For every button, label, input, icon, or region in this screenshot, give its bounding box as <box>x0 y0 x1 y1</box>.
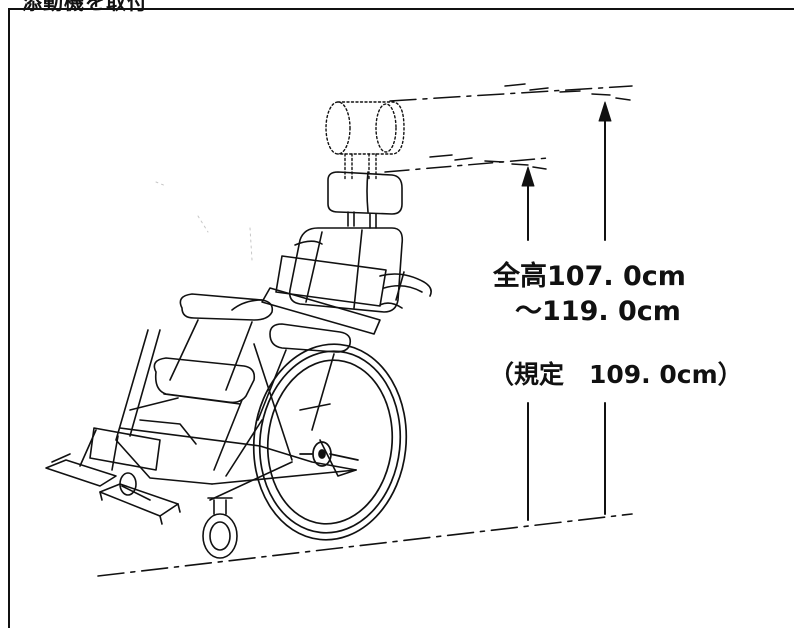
footplates <box>45 453 181 525</box>
header-fragment: 添動機を取付 <box>22 0 148 14</box>
lower-reference-tail <box>429 154 547 170</box>
belt-strap <box>231 255 387 335</box>
height-range-label: 全高107. 0cm <box>493 261 686 292</box>
upper-reference-line <box>389 85 633 102</box>
seat <box>153 357 256 405</box>
rear-wheel <box>252 343 408 541</box>
standard-height-label: （規定 109. 0cm） <box>489 360 743 389</box>
lower-reference-line <box>384 157 549 173</box>
scan-marks <box>155 181 253 261</box>
upper-dimension-arrow <box>598 101 612 515</box>
height-range-label-continued: ～119. 0cm <box>515 296 681 327</box>
push-handle <box>379 271 432 309</box>
ground-line <box>97 513 633 577</box>
leg-rest <box>79 427 161 471</box>
raised-headrest-dotted <box>325 101 405 181</box>
upper-reference-tail <box>504 83 631 101</box>
wheelchair-frame <box>115 329 357 501</box>
lower-dimension-arrow <box>521 166 535 521</box>
armrest-left <box>169 293 274 391</box>
headrest <box>327 171 403 229</box>
armrest-right <box>257 323 352 431</box>
front-caster <box>119 472 238 559</box>
diagram-frame <box>8 8 794 628</box>
